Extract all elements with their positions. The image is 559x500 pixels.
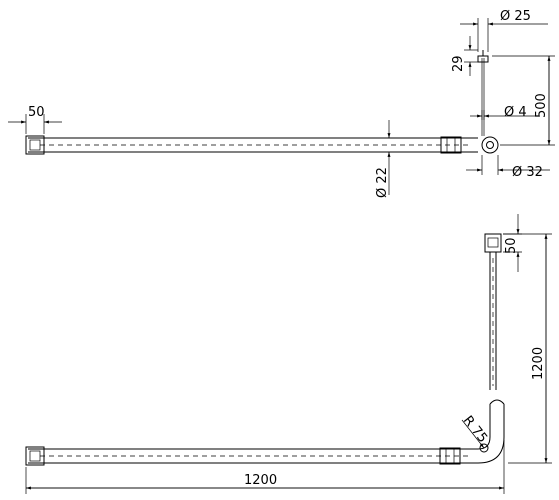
dim-vertical-length-label: 1200	[531, 347, 546, 380]
dim-fitting-diameter-label: Ø 32	[512, 165, 543, 180]
dim-horizontal-length: 1200	[25, 440, 505, 494]
dim-bottom-end-cap: 50	[503, 214, 522, 272]
dim-bend-radius-label: R 75	[460, 413, 490, 446]
bottom-left-end-cap	[25, 446, 45, 466]
dim-top-end-cap: 50	[8, 105, 62, 134]
dim-bend-radius: R 75	[460, 413, 490, 449]
dim-fitting-diameter: Ø 32	[466, 155, 550, 180]
bottom-vertical-rod	[489, 252, 505, 437]
dim-ceiling-pin-diameter: Ø 25	[460, 9, 548, 52]
dim-ceiling-pin-height: 29	[451, 36, 478, 76]
bottom-top-end-cap	[484, 233, 502, 253]
top-left-end-cap	[25, 135, 45, 155]
dim-bottom-end-cap-label: 50	[504, 237, 519, 254]
top-right-fitting	[481, 136, 499, 154]
dim-drop-height-label: 500	[534, 93, 549, 118]
bottom-coupling	[439, 447, 461, 465]
dim-top-end-cap-label: 50	[28, 105, 45, 120]
top-rod	[28, 137, 478, 153]
dim-horizontal-length-label: 1200	[244, 473, 277, 488]
dim-ceiling-pin-height-label: 29	[451, 55, 466, 72]
dim-ceiling-pin-diameter-label: Ø 25	[500, 9, 531, 24]
bottom-horizontal-rod	[28, 448, 478, 464]
dim-drop-height: 500	[492, 55, 555, 146]
dim-pin-diameter: Ø 4	[470, 105, 535, 120]
dim-pin-diameter-label: Ø 4	[504, 105, 527, 120]
dim-rod-diameter: Ø 22	[375, 120, 391, 198]
dim-vertical-length: 1200	[503, 233, 552, 464]
bottom-view: 50 1200 1200 R 75	[25, 214, 552, 494]
top-drop-rod	[477, 50, 489, 136]
dim-rod-diameter-label: Ø 22	[375, 167, 390, 198]
top-coupling	[440, 136, 462, 154]
top-view: 50 Ø 22 Ø 4 Ø 32	[8, 9, 555, 198]
